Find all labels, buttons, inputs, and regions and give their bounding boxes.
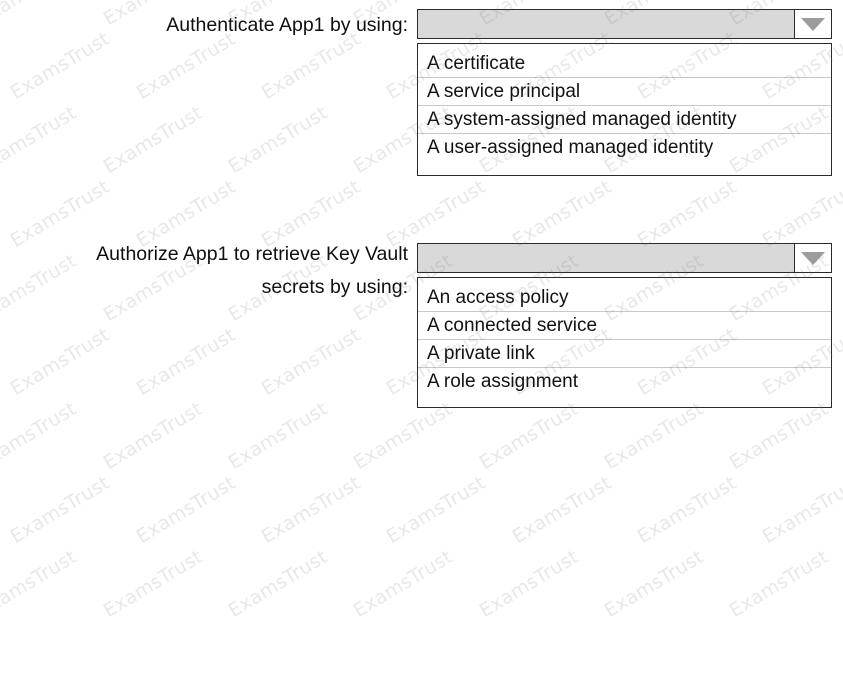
option-item[interactable]: A service principal (418, 78, 831, 106)
chevron-down-icon (801, 251, 825, 265)
watermark-text: ExamsTrust (99, 545, 207, 622)
watermark-text: ExamsTrust (508, 471, 616, 548)
combo-value-1[interactable] (418, 10, 794, 38)
question-label-1: Authenticate App1 by using: (166, 14, 408, 36)
option-item[interactable]: A user-assigned managed identity (427, 137, 714, 158)
watermark-text: ExamsTrust (257, 471, 365, 548)
option-list-1: A certificate A service principal A syst… (417, 43, 832, 176)
option-list-2: An access policy A connected service A p… (417, 277, 832, 408)
watermark-text: ExamsTrust (600, 545, 708, 622)
option-item[interactable]: A private link (418, 340, 831, 368)
watermark-text: ExamsTrust (475, 545, 583, 622)
option-item[interactable]: A role assignment (427, 371, 579, 392)
watermark-text: ExamsTrust (0, 545, 81, 622)
option-item[interactable]: A connected service (418, 312, 831, 340)
watermark-text: ExamsTrust (382, 471, 490, 548)
watermark-text: ExamsTrust (224, 545, 332, 622)
combo-box-2[interactable] (417, 243, 832, 273)
watermark-text: ExamsTrust (758, 471, 843, 548)
watermark-text: ExamsTrust (349, 545, 457, 622)
combo-toggle-2[interactable] (794, 244, 831, 272)
dropdown-1: A certificate A service principal A syst… (417, 9, 832, 176)
question-label-2: Authorize App1 to retrieve Key Vault sec… (96, 243, 408, 298)
watermark-text: ExamsTrust (725, 545, 833, 622)
combo-box-1[interactable] (417, 9, 832, 39)
watermark-text: ExamsTrust (6, 471, 114, 548)
dropdown-2: An access policy A connected service A p… (417, 243, 832, 408)
combo-value-2[interactable] (418, 244, 794, 272)
watermark-text: ExamsTrust (132, 471, 240, 548)
chevron-down-icon (801, 17, 825, 31)
option-item[interactable]: An access policy (418, 284, 831, 312)
watermark-text: ExamsTrust (633, 471, 741, 548)
question-canvas: Authenticate App1 by using: A certificat… (96, 9, 832, 408)
option-item[interactable]: A certificate (418, 50, 831, 78)
option-item[interactable]: A system-assigned managed identity (418, 106, 831, 134)
combo-toggle-1[interactable] (794, 10, 831, 38)
